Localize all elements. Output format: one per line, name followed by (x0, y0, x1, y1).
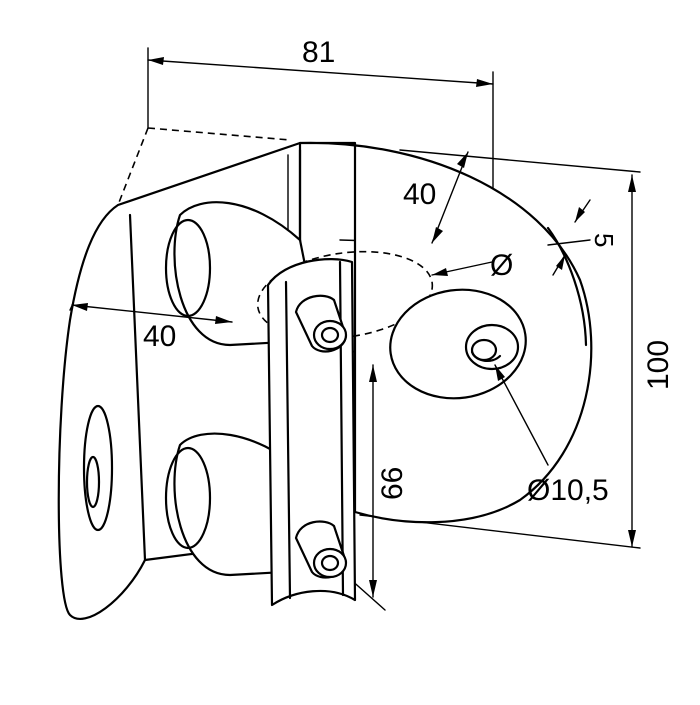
dimension-lines (71, 57, 636, 598)
dim-hole-diameter: Ø (490, 249, 513, 282)
large-hole (389, 288, 527, 400)
dim-depth-left: 40 (143, 320, 176, 353)
dim-small-hole: Ø10,5 (527, 474, 609, 507)
slot-hole (82, 404, 114, 532)
upper-pin (294, 294, 348, 353)
hidden-circle (256, 250, 434, 340)
dim-pin-spacing: 66 (376, 467, 409, 500)
dim-width-top: 81 (302, 36, 335, 69)
small-hole (464, 323, 520, 371)
dim-height: 100 (642, 340, 675, 390)
dimension-labels: 81 40 40 Ø 5 100 66 Ø10,5 (143, 36, 675, 507)
lower-pin (294, 520, 348, 579)
dim-depth-top: 40 (403, 178, 436, 211)
dim-thickness: 5 (589, 233, 619, 247)
